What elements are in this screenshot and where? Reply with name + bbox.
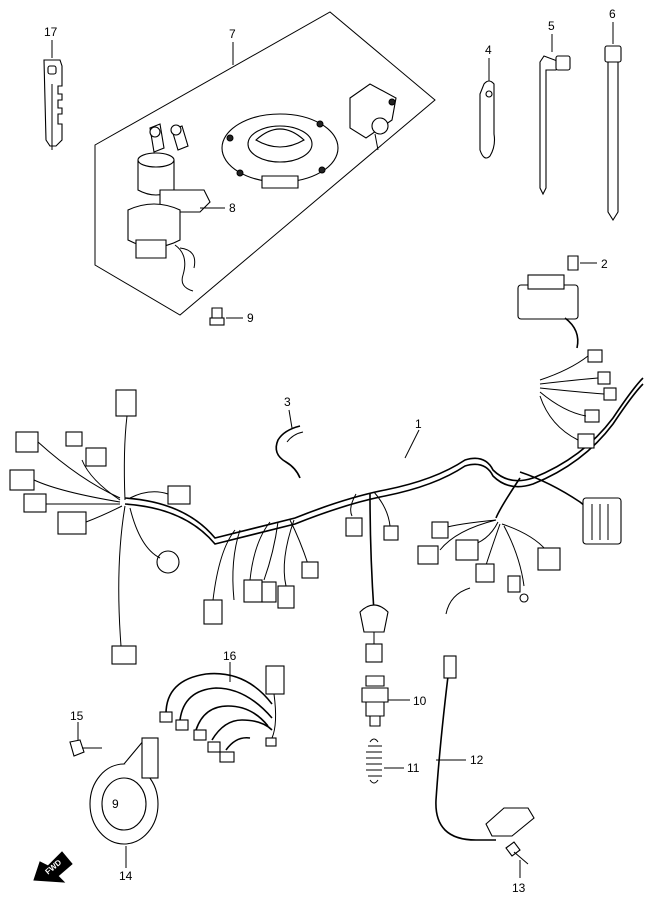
connector-cluster-middle bbox=[203, 491, 399, 663]
callout-17: 17 bbox=[44, 25, 58, 39]
connector-cluster-right bbox=[539, 349, 617, 449]
screw-13[interactable] bbox=[505, 841, 529, 878]
seat-lock bbox=[349, 83, 397, 151]
callout-5: 5 bbox=[548, 19, 555, 33]
callout-15: 15 bbox=[70, 709, 84, 723]
clamp-5[interactable] bbox=[539, 34, 571, 196]
cable-tie-6[interactable] bbox=[604, 22, 622, 222]
callout-13: 13 bbox=[512, 881, 526, 895]
callout-11: 11 bbox=[407, 761, 420, 775]
callout-16: 16 bbox=[223, 649, 237, 663]
cable-12[interactable] bbox=[435, 655, 535, 841]
main-harness-1[interactable] bbox=[9, 274, 644, 665]
callout-12: 12 bbox=[470, 753, 484, 767]
connector-cluster-lower-right bbox=[417, 477, 561, 615]
ignition-switch bbox=[127, 123, 211, 292]
callout-9: 9 bbox=[247, 311, 254, 325]
callout-8: 8 bbox=[229, 201, 236, 215]
clamp-4[interactable] bbox=[479, 58, 496, 159]
horn-14[interactable]: 9 bbox=[89, 737, 159, 868]
callout-1: 1 bbox=[415, 417, 422, 431]
screw-9[interactable] bbox=[209, 307, 243, 326]
clamp-3[interactable] bbox=[275, 409, 304, 479]
sensor-10[interactable] bbox=[361, 675, 410, 727]
fuel-cap bbox=[221, 113, 339, 189]
callout-14: 14 bbox=[119, 869, 133, 883]
key-17[interactable] bbox=[43, 40, 63, 150]
horn-inner-mark: 9 bbox=[112, 797, 119, 811]
callout-3: 3 bbox=[284, 395, 291, 409]
callout-6: 6 bbox=[609, 7, 616, 21]
callout-10: 10 bbox=[413, 694, 427, 708]
fwd-arrow-icon bbox=[33, 851, 73, 883]
connector-cluster-left bbox=[9, 389, 191, 665]
bolt-15[interactable] bbox=[69, 722, 102, 757]
callout-7: 7 bbox=[229, 27, 236, 41]
ignition-kit-7[interactable] bbox=[94, 11, 436, 316]
sub-harness-16[interactable] bbox=[159, 662, 285, 763]
callout-2: 2 bbox=[601, 257, 608, 271]
connector-multi-pin bbox=[582, 497, 622, 545]
relay-box bbox=[517, 274, 579, 349]
spring-11[interactable] bbox=[366, 738, 404, 784]
fuse-2[interactable] bbox=[567, 255, 597, 271]
callout-4: 4 bbox=[485, 43, 492, 57]
